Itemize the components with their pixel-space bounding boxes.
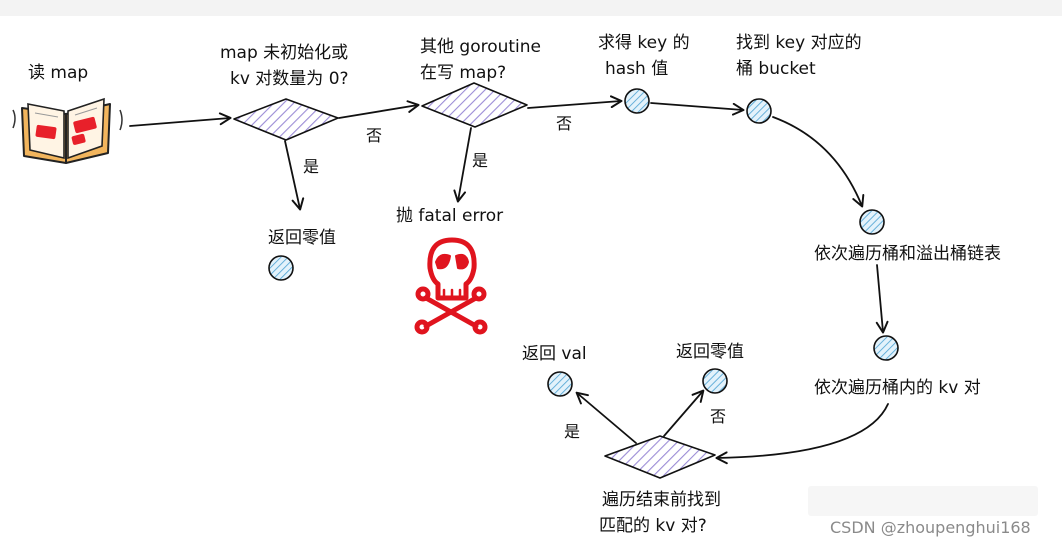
arrow-kv-to-match <box>715 403 889 465</box>
decision-match <box>604 435 716 479</box>
node-bucket <box>746 98 772 124</box>
label-no-match: 否 <box>710 407 727 426</box>
label-fatal: 抛 fatal error <box>396 206 504 226</box>
node-traverse-kv <box>873 335 899 361</box>
node-return-zero-2 <box>702 368 728 394</box>
label-match-line2: 匹配的 kv 对? <box>599 516 707 536</box>
decision-uninit <box>233 98 339 141</box>
label-no-write: 否 <box>556 114 573 133</box>
label-traverse-kv: 依次遍历桶内的 kv 对 <box>814 378 981 398</box>
skull-crossbones-icon <box>414 237 488 335</box>
node-return-val <box>547 371 573 397</box>
arrow-hash-to-bucket <box>650 102 745 116</box>
label-uninit-line2: kv 对数量为 0? <box>230 69 349 89</box>
open-book-icon <box>12 97 123 164</box>
watermark: CSDN @zhoupenghui168 <box>830 518 1031 537</box>
watermark-blur <box>808 486 1038 516</box>
label-yes-write: 是 <box>472 151 489 170</box>
node-traverse-buckets <box>859 209 885 235</box>
label-bucket-line1: 找到 key 对应的 <box>736 33 862 53</box>
arrow-match-yes <box>575 391 637 444</box>
arrow-write-yes <box>453 127 472 203</box>
arrow-write-no <box>527 95 623 109</box>
arrow-read-to-uninit <box>129 112 232 127</box>
label-yes-uninit: 是 <box>303 157 320 176</box>
label-bucket-line2: 桶 bucket <box>736 59 816 79</box>
arrow-match-no <box>663 389 705 437</box>
label-traverse-buckets: 依次遍历桶和溢出桶链表 <box>814 244 1001 264</box>
label-yes-match: 是 <box>564 422 581 441</box>
arrow-traverse-to-kv <box>875 264 889 334</box>
label-hash-line2: hash 值 <box>605 59 669 79</box>
arrow-bucket-to-traverse <box>772 116 865 208</box>
node-return-zero-1 <box>268 255 294 281</box>
label-no-uninit: 否 <box>366 126 383 145</box>
label-uninit-line1: map 未初始化或 <box>220 43 349 63</box>
arrow-uninit-yes <box>284 140 305 211</box>
label-return-zero-1: 返回零值 <box>268 228 336 248</box>
label-return-val: 返回 val <box>522 344 587 364</box>
label-hash-line1: 求得 key 的 <box>598 33 690 53</box>
label-writing-line2: 在写 map? <box>420 63 507 83</box>
top-bar <box>0 0 1062 16</box>
label-match-line1: 遍历结束前找到 <box>602 490 721 510</box>
decision-concurrent-write <box>421 82 528 128</box>
label-read-map: 读 map <box>28 63 89 83</box>
label-return-zero-2: 返回零值 <box>676 342 744 362</box>
arrow-uninit-no <box>338 100 420 119</box>
node-hash <box>624 88 650 114</box>
label-writing-line1: 其他 goroutine <box>420 37 542 57</box>
